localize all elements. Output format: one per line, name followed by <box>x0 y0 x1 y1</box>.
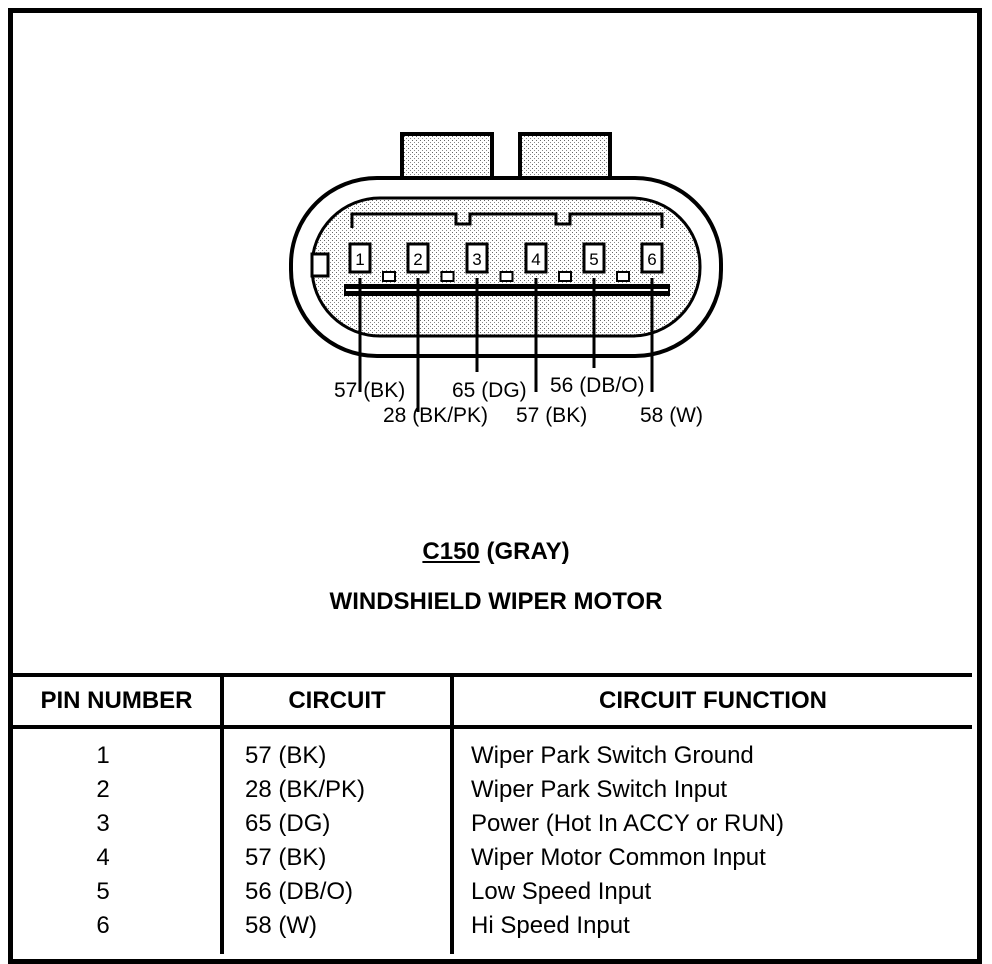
pin-2-number: 2 <box>413 250 422 269</box>
table-cell-circuit: 57 (BK) <box>245 742 327 769</box>
pin-1-number: 1 <box>355 250 364 269</box>
table-cell-circuit: 58 (W) <box>245 912 317 939</box>
header-circuit: CIRCUIT <box>288 687 386 714</box>
pin-2-terminal: 2 <box>406 242 430 274</box>
table-cell-function: Low Speed Input <box>471 878 652 905</box>
component-name: WINDSHIELD WIPER MOTOR <box>329 588 663 615</box>
pin-3-callout: 65 (DG) <box>452 379 527 402</box>
pin-2-callout: 28 (BK/PK) <box>383 404 489 427</box>
connector-tab-right <box>518 132 612 184</box>
terminal-latch <box>499 271 514 282</box>
pin-4-number: 4 <box>531 250 540 269</box>
table-cell-function: Wiper Park Switch Ground <box>471 742 754 769</box>
terminal-latch <box>382 271 396 282</box>
pin-4-terminal: 4 <box>524 242 548 274</box>
table-cell-pin: 5 <box>96 878 110 905</box>
table-divider-1 <box>220 673 224 954</box>
terminal-latch <box>558 271 572 282</box>
column-pin-number: 1 2 3 4 5 6 <box>13 739 193 943</box>
table-cell-circuit: 65 (DG) <box>245 810 331 837</box>
header-pin-number: PIN NUMBER <box>40 687 193 714</box>
table-cell-function: Wiper Motor Common Input <box>471 844 766 871</box>
pin-4-callout: 57 (BK) <box>516 404 588 427</box>
table-header-rule <box>13 725 972 729</box>
terminal-latch <box>616 271 630 282</box>
diagram-frame <box>8 8 982 964</box>
table-cell-function: Power (Hot In ACCY or RUN) <box>471 810 784 837</box>
pin-6-callout: 58 (W) <box>640 404 703 427</box>
table-cell-circuit: 56 (DB/O) <box>245 878 354 905</box>
pin-3-terminal: 3 <box>465 242 489 274</box>
pin-table: PIN NUMBER CIRCUIT CIRCUIT FUNCTION 1 2 … <box>13 673 972 954</box>
pin-5-number: 5 <box>589 250 598 269</box>
connector-id: C150 <box>422 538 480 565</box>
connector-key-rail <box>350 212 664 228</box>
table-cell-function: Wiper Park Switch Input <box>471 776 728 803</box>
header-circuit-function: CIRCUIT FUNCTION <box>599 687 827 714</box>
table-top-rule <box>13 673 972 677</box>
pin-6-number: 6 <box>647 250 656 269</box>
table-divider-2 <box>450 673 454 954</box>
table-cell-circuit: 28 (BK/PK) <box>245 776 366 803</box>
connector-tab-left <box>400 132 494 184</box>
pin-5-terminal: 5 <box>582 242 606 274</box>
table-cell-function: Hi Speed Input <box>471 912 630 939</box>
table-cell-pin: 2 <box>96 776 110 803</box>
table-cell-circuit: 57 (BK) <box>245 844 327 871</box>
table-cell-pin: 1 <box>96 742 110 769</box>
table-cell-pin: 4 <box>96 844 110 871</box>
column-circuit-function: Wiper Park Switch Ground Wiper Park Swit… <box>471 739 784 943</box>
connector-title: C150 (GRAY) <box>0 538 992 566</box>
table-cell-pin: 6 <box>96 912 110 939</box>
terminal-latch <box>440 271 455 282</box>
pin-6-terminal: 6 <box>640 242 664 274</box>
pin-1-terminal: 1 <box>348 242 372 274</box>
table-cell-pin: 3 <box>96 810 110 837</box>
column-circuit: 57 (BK) 28 (BK/PK) 65 (DG) 57 (BK) 56 (D… <box>245 739 365 943</box>
pin-3-number: 3 <box>472 250 481 269</box>
pin-5-callout: 56 (DB/O) <box>550 374 645 397</box>
connector-side-notch <box>310 252 330 278</box>
connector-bottom-groove <box>346 289 668 291</box>
connector-color: (GRAY) <box>486 538 570 565</box>
pin-1-callout: 57 (BK) <box>334 379 406 402</box>
